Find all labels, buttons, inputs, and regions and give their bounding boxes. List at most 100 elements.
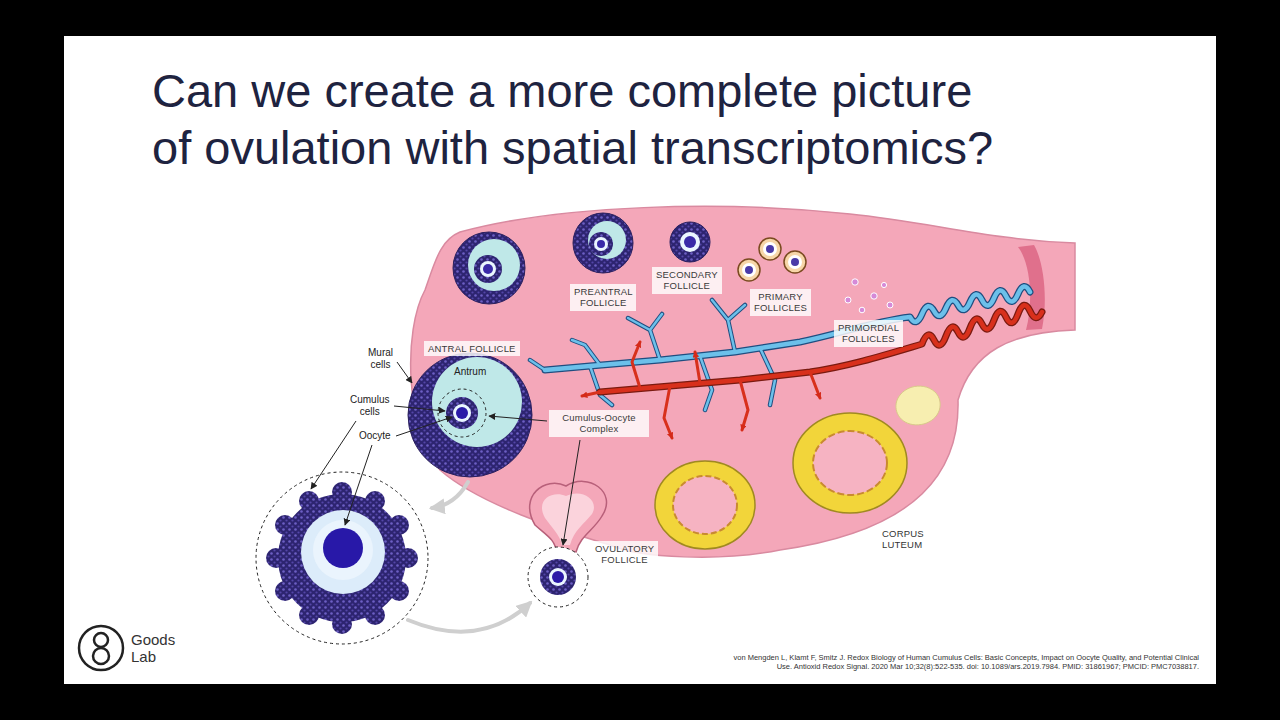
- ovulatory-follicle: [540, 559, 576, 595]
- stage-tag: SECONDARY FOLLICLE: [652, 267, 722, 294]
- stage-tag: ANTRAL FOLLICLE: [424, 341, 520, 356]
- citation-caption: von Mengden L, Klamt F, Smitz J. Redox B…: [727, 653, 1199, 671]
- follicles: [759, 238, 781, 260]
- zoom-inset: [266, 548, 286, 568]
- zoom-inset: [398, 548, 418, 568]
- stage-tag: OVULATORY FOLLICLE: [591, 541, 658, 568]
- follicles: [680, 232, 700, 252]
- follicles: [408, 213, 893, 477]
- follicles: [684, 236, 696, 248]
- follicles: [745, 266, 753, 274]
- zoom-inset: [275, 515, 295, 535]
- blue-vessel: [530, 300, 775, 410]
- follicles: [474, 255, 502, 283]
- zoom-inset: [301, 510, 385, 594]
- stage-tag: PRIMARY FOLLICLES: [750, 289, 811, 316]
- lab-logo: [94, 633, 108, 647]
- follicles: [763, 242, 777, 256]
- slide-background: [64, 36, 1216, 684]
- follicles: [784, 251, 806, 273]
- blue-vessel: [530, 300, 775, 410]
- follicles: [456, 407, 468, 419]
- follicles: [588, 221, 626, 259]
- zoom-arrows: [432, 482, 468, 508]
- leader-lines: [396, 417, 452, 436]
- follicles: [859, 307, 865, 313]
- follicles: [453, 232, 525, 304]
- part-label: Oocyte: [359, 430, 391, 442]
- zoom-inset: [389, 515, 409, 535]
- leader-lines: [489, 416, 547, 421]
- follicles: [670, 222, 710, 262]
- zoom-inset: [365, 605, 385, 625]
- follicles: [468, 239, 520, 291]
- zoom-inset: [256, 472, 428, 644]
- zoom-inset: [389, 581, 409, 601]
- zoom-arrows: [408, 603, 530, 632]
- follicles: [871, 293, 877, 299]
- ovulatory-follicle: [549, 568, 567, 586]
- follicles: [408, 353, 532, 477]
- zoom-inset: [299, 605, 319, 625]
- zoom-inset: [266, 482, 418, 634]
- stage-tag: PRIMORDIAL FOLLICLES: [834, 320, 903, 347]
- corpus-luteum: [655, 461, 755, 549]
- leader-lines: [345, 445, 372, 525]
- zoom-inset: [278, 494, 406, 622]
- corpus-luteum: [655, 386, 940, 549]
- lab-logo: [93, 648, 109, 664]
- follicles: [438, 389, 486, 437]
- stage-label: CORPUS LUTEUM: [882, 528, 924, 551]
- follicles: [453, 404, 471, 422]
- ovary: [411, 206, 1075, 557]
- follicles: [788, 255, 802, 269]
- zoom-inset: [332, 482, 352, 502]
- zoom-inset: [365, 491, 385, 511]
- zoom-inset: [275, 581, 295, 601]
- red-vessel: [632, 342, 640, 388]
- zoom-inset: [323, 528, 363, 568]
- corpus-luteum: [896, 386, 940, 425]
- lab-logo-text: Goods Lab: [131, 631, 175, 666]
- follicles: [597, 240, 605, 248]
- follicles: [766, 245, 774, 253]
- lab-logo: [79, 626, 123, 670]
- red-vessel: [582, 392, 600, 396]
- leader-lines: [311, 421, 356, 489]
- stage-tag: PREANTRAL FOLLICLE: [570, 284, 636, 311]
- corpus-luteum: [673, 476, 737, 534]
- red-vessel: [582, 305, 1042, 438]
- red-vessel: [810, 372, 820, 398]
- ovulatory-follicle: [552, 571, 564, 583]
- zoom-inset: [332, 614, 352, 634]
- ovulatory-follicle: [542, 493, 594, 545]
- blue-vessel: [530, 300, 775, 410]
- part-label: Cumulus cells: [350, 394, 389, 418]
- blue-vessel: [530, 300, 775, 410]
- ovary: [411, 206, 1075, 557]
- leader-lines: [397, 362, 412, 383]
- follicles: [573, 213, 633, 273]
- follicles: [845, 297, 851, 303]
- follicles: [852, 279, 858, 285]
- corpus-luteum: [813, 431, 887, 495]
- red-vessel: [695, 352, 700, 383]
- follicles: [791, 258, 799, 266]
- red-vessel: [600, 305, 1042, 392]
- follicles: [738, 259, 760, 281]
- follicles: [887, 302, 893, 308]
- zoom-inset: [299, 491, 319, 511]
- follicles: [742, 263, 756, 277]
- follicles: [589, 232, 613, 256]
- follicles: [480, 261, 496, 277]
- follicles: [446, 397, 478, 429]
- red-vessel: [600, 305, 1042, 392]
- zoom-inset: [256, 472, 428, 644]
- follicles: [594, 237, 608, 251]
- leader-lines: [311, 362, 580, 545]
- follicles: [483, 264, 493, 274]
- slide-title: Can we create a more complete picture of…: [152, 62, 1007, 176]
- follicles: [845, 279, 893, 313]
- red-vessel: [664, 386, 672, 438]
- corpus-luteum: [793, 413, 907, 513]
